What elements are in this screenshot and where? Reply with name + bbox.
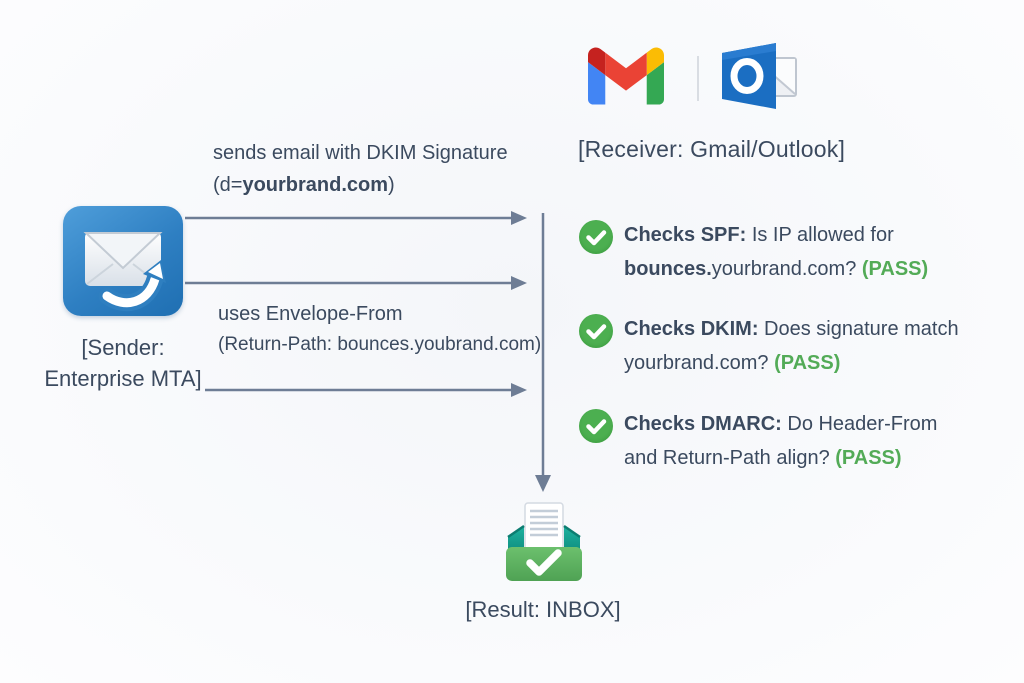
check-spf-line1: Checks SPF: Is IP allowed for [624, 224, 894, 246]
arrow-dkim-head [511, 211, 527, 225]
sender-label-line1: [Sender: [81, 335, 165, 360]
dkim-annotation-line2: (d=yourbrand.com) [213, 174, 395, 196]
check-dmarc-line2: and Return-Path align? (PASS) [624, 447, 902, 469]
check-dmarc-text: Checks DMARC: Do Header-From and Return-… [624, 407, 937, 475]
check-spf-text: Checks SPF: Is IP allowed for bounces.yo… [624, 218, 928, 286]
check-dmarc-line1: Checks DMARC: Do Header-From [624, 413, 938, 435]
check-dkim-text: Checks DKIM: Does signature match yourbr… [624, 312, 959, 380]
vertical-flow-arrowhead [535, 475, 551, 492]
dkim-annotation-line1: sends email with DKIM Signature [213, 142, 508, 164]
arrow-third-head [511, 383, 527, 397]
arrow-envelope-head [511, 276, 527, 290]
result-label: [Result: INBOX] [465, 597, 621, 622]
dkim-annotation: sends email with DKIM Signature (d=yourb… [213, 142, 508, 197]
receiver-label: [Receiver: Gmail/Outlook] [578, 136, 846, 162]
check-dkim-line2: yourbrand.com? (PASS) [624, 352, 841, 374]
sender-label-line2: Enterprise MTA] [44, 366, 202, 391]
gmail-logo-icon [588, 47, 664, 105]
checkmark-icon [586, 324, 607, 340]
check-spf-line2: bounces.yourbrand.com? (PASS) [624, 258, 929, 280]
sender-label: [Sender: Enterprise MTA] [15, 332, 231, 394]
inbox-check-icon [506, 502, 582, 581]
outlook-logo-icon [722, 43, 797, 109]
check-circle-icon [579, 220, 613, 254]
envelope-annotation-line2: (Return-Path: bounces.youbrand.com) [218, 334, 542, 355]
checkmark-icon [586, 419, 607, 435]
sender-mta-icon [63, 206, 183, 316]
envelope-annotation-line1: uses Envelope-From [218, 303, 403, 325]
email-send-icon [83, 232, 166, 312]
check-dkim-line1: Checks DKIM: Does signature match [624, 318, 959, 340]
check-spf: Checks SPF: Is IP allowed for bounces.yo… [579, 218, 928, 286]
check-circle-icon [579, 409, 613, 443]
envelope-from-annotation: uses Envelope-From (Return-Path: bounces… [218, 303, 541, 356]
check-circle-icon [579, 314, 613, 348]
check-dmarc: Checks DMARC: Do Header-From and Return-… [579, 407, 937, 475]
checkmark-icon [586, 230, 607, 246]
logo-separator [697, 56, 699, 101]
check-dkim: Checks DKIM: Does signature match yourbr… [579, 312, 959, 380]
